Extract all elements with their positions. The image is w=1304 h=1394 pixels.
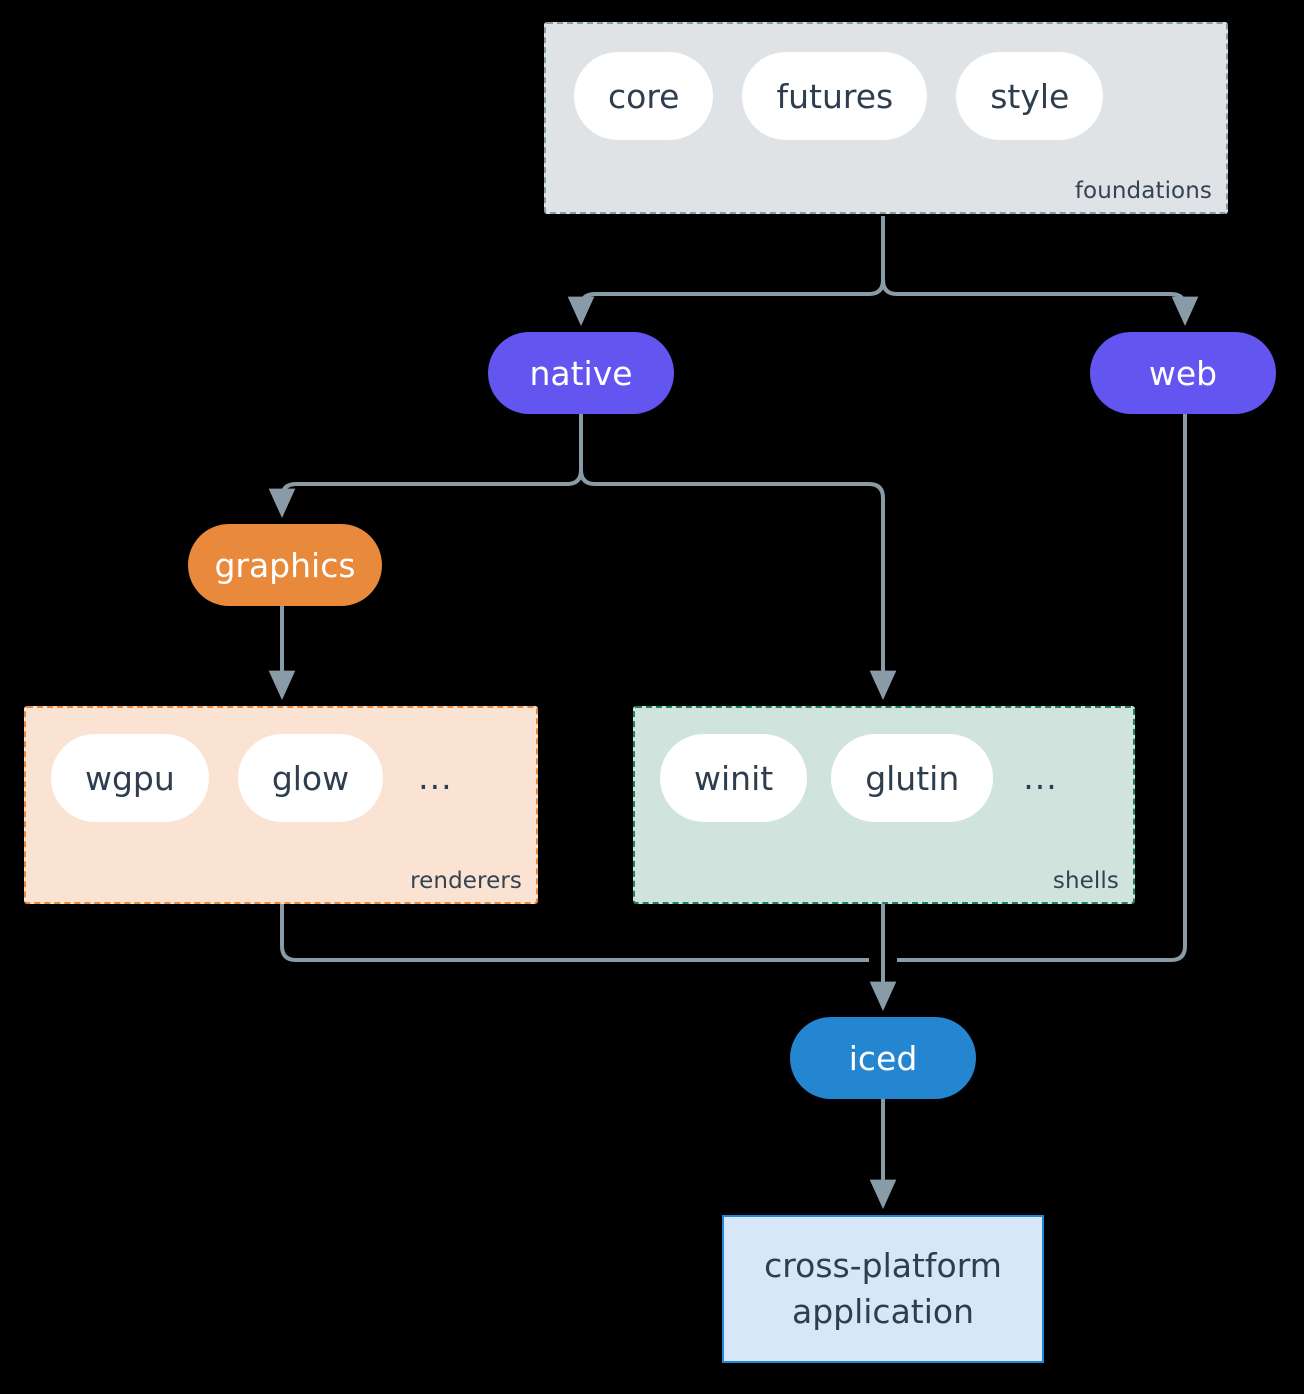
edge-foundations-to-web xyxy=(881,279,1199,326)
shells-pill-row: winit glutin ... xyxy=(660,734,1064,822)
application-label-line1: cross-platform xyxy=(764,1246,1002,1286)
node-native[interactable]: native xyxy=(488,332,674,414)
node-graphics-label: graphics xyxy=(214,545,356,585)
pill-wgpu[interactable]: wgpu xyxy=(51,734,209,822)
node-web[interactable]: web xyxy=(1090,332,1276,414)
node-iced-label: iced xyxy=(848,1038,918,1078)
pill-glutin[interactable]: glutin xyxy=(831,734,994,822)
pill-winit[interactable]: winit xyxy=(660,734,808,822)
edge-foundations-to-native xyxy=(567,279,885,326)
group-label-foundations: foundations xyxy=(1074,178,1212,204)
application-label-line2: application xyxy=(791,1292,975,1331)
shells-more-ellipsis: ... xyxy=(1023,758,1058,797)
group-foundations: core futures style foundations xyxy=(544,22,1228,214)
node-web-label: web xyxy=(1148,353,1218,393)
pill-glow[interactable]: glow xyxy=(237,734,384,822)
pill-core[interactable]: core xyxy=(574,52,714,140)
node-iced[interactable]: iced xyxy=(790,1017,976,1099)
edge-native-to-graphics xyxy=(268,469,583,518)
renderers-pill-row: wgpu glow ... xyxy=(51,734,459,822)
edge-renderers-to-merge xyxy=(280,904,869,962)
group-label-shells: shells xyxy=(1052,868,1119,894)
edge-native-to-shells xyxy=(579,469,897,700)
node-native-label: native xyxy=(529,353,633,393)
group-shells: winit glutin ... shells xyxy=(633,706,1135,904)
pill-futures[interactable]: futures xyxy=(742,52,928,140)
node-cross-platform-application[interactable]: cross-platform application xyxy=(722,1215,1044,1363)
renderers-more-ellipsis: ... xyxy=(418,758,453,797)
group-label-renderers: renderers xyxy=(410,868,522,894)
group-renderers: wgpu glow ... renderers xyxy=(24,706,538,904)
pill-style[interactable]: style xyxy=(956,52,1104,140)
node-graphics[interactable]: graphics xyxy=(188,524,382,606)
foundations-pill-row: core futures style xyxy=(574,52,1104,140)
